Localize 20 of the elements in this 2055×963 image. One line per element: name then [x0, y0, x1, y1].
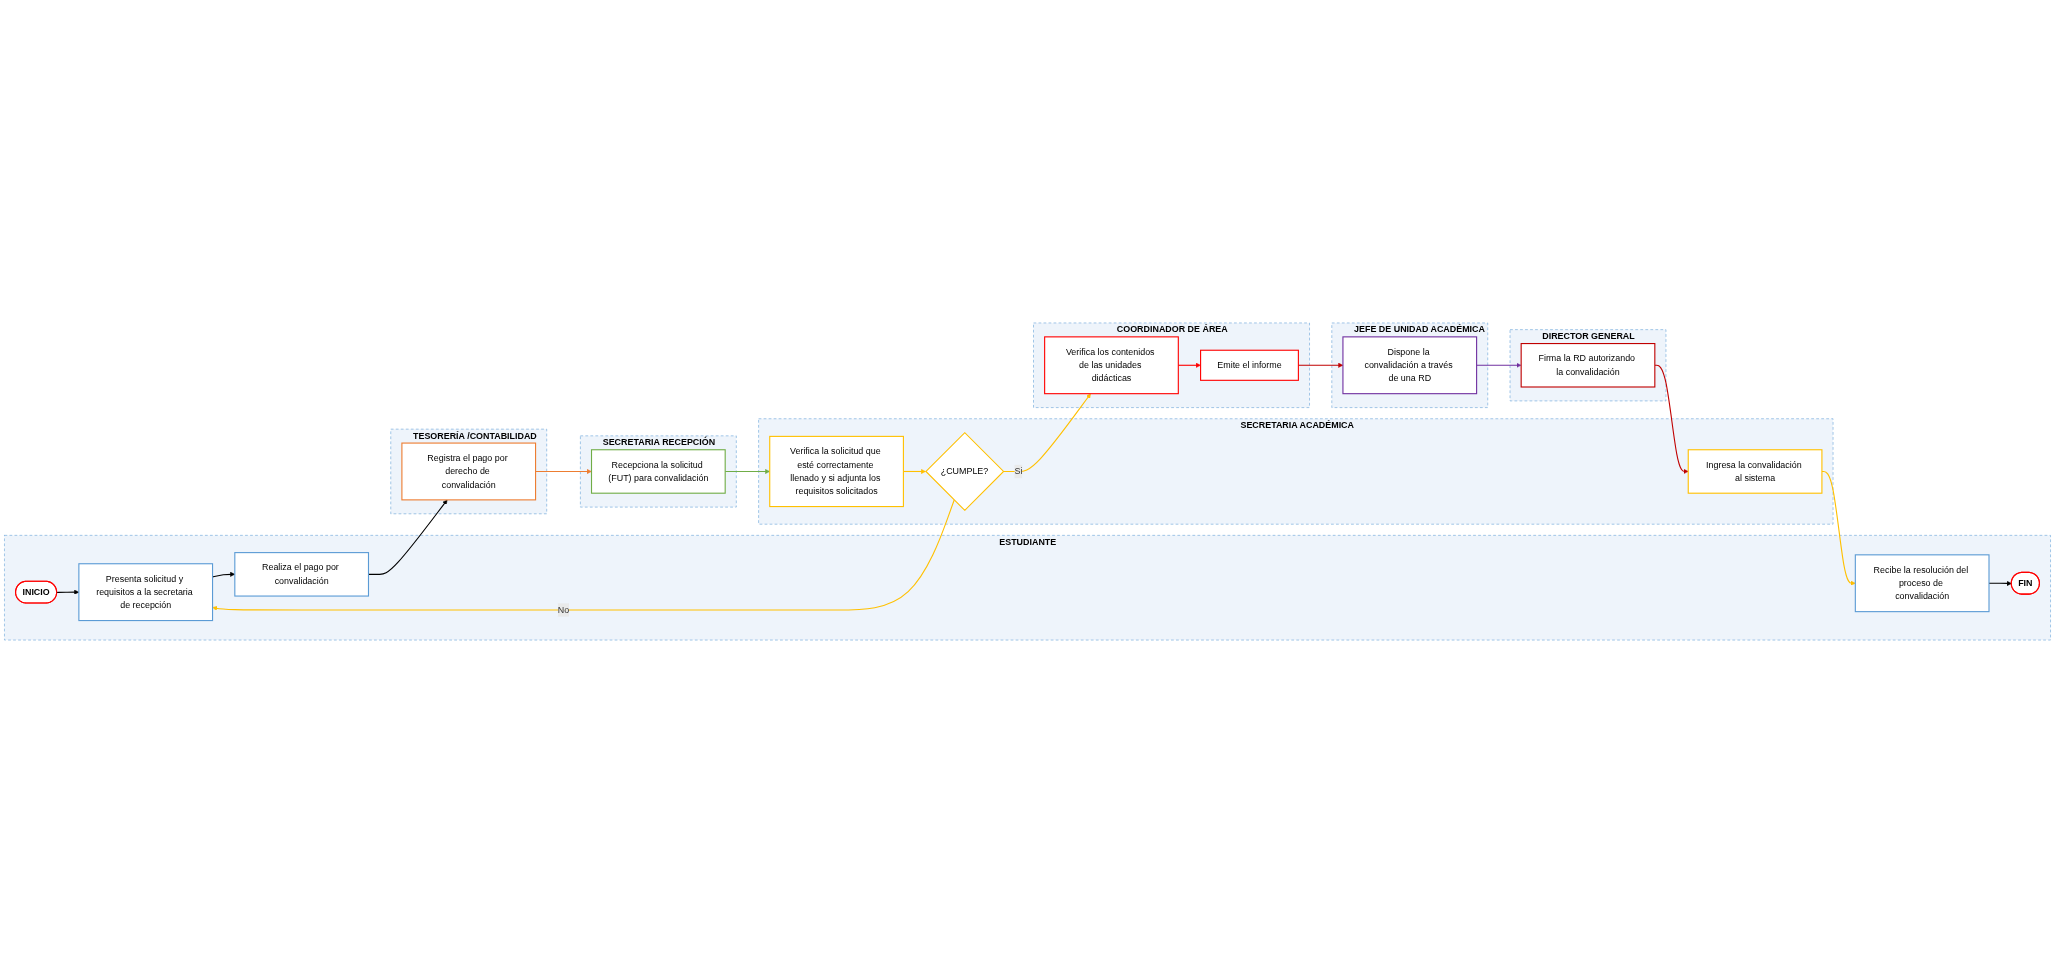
- arrow: [1821, 470, 1856, 586]
- node-box: Firma la RD autorizando la convalidación: [1520, 343, 1656, 388]
- arrow: [1002, 393, 1091, 473]
- node-box: Realiza el pago por convalidación: [234, 552, 370, 597]
- node-box: Dispone la convalidación a través de una RD: [1342, 336, 1478, 395]
- arrow: [1476, 362, 1522, 368]
- node-box: Recibe la resolución del proceso de convalidación: [1854, 554, 1990, 613]
- node-box: Presenta solicitud y requisitos a la secretaria de recepción: [78, 563, 214, 622]
- node-box: Verifica la solicitud que esté correctamente llenado y si adjunta los requisitos solicitados: [769, 435, 904, 508]
- edge-label: Si: [1014, 466, 1023, 476]
- node-box: Ingresa la convalidación al sistema: [1687, 449, 1823, 494]
- node-box: Registra el pago por derecho de convalidación: [401, 442, 537, 501]
- node-box: Recepciona la solicitud (FUT) para convalidación: [590, 449, 726, 494]
- arrow: [535, 469, 592, 474]
- node-diamond: ¿CUMPLE?: [925, 431, 1005, 512]
- node-box: Emite el informe: [1200, 349, 1299, 381]
- node-box: Verifica los contenidos de las unidades didácticas: [1044, 336, 1179, 395]
- arrow: [212, 499, 955, 611]
- arrow: [1654, 364, 1689, 474]
- edge-label: No: [557, 604, 570, 615]
